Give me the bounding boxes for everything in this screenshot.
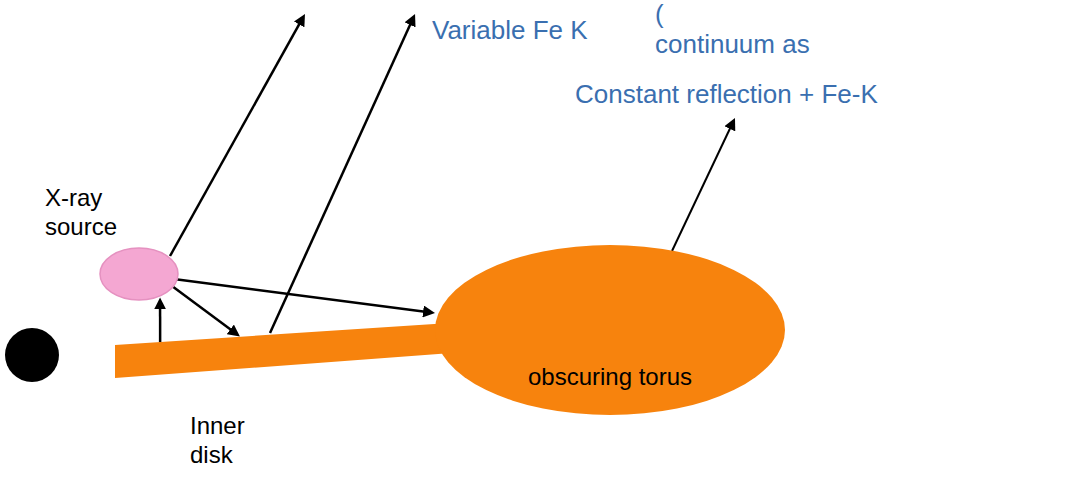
emission-arrow <box>170 23 300 256</box>
disk-band-outline <box>115 322 465 378</box>
radiation-arrow <box>176 279 425 312</box>
source-blob-outline <box>100 248 178 300</box>
radiation-arrow <box>159 307 162 342</box>
emission-arrow <box>672 127 731 251</box>
annotation-label: Variable Fe K <box>432 16 588 46</box>
disk-band <box>115 322 465 378</box>
annotation-label: continuum as <box>655 30 810 60</box>
node-label: Inner disk <box>190 412 260 470</box>
annotation-label: Constant reflection + Fe-K <box>575 80 878 110</box>
radiation-arrow <box>173 287 232 331</box>
source-blob <box>100 248 178 300</box>
source-blob: X-ray source <box>100 248 178 300</box>
annotation-label: ( <box>655 0 664 30</box>
disk-band: Inner disk <box>115 322 465 378</box>
node-label: obscuring torus <box>435 363 785 392</box>
torus-ellipse: obscuring torus <box>435 245 785 415</box>
node-label: X-ray source <box>45 184 135 242</box>
emission-arrow <box>270 23 411 333</box>
black-hole <box>5 328 59 382</box>
torus-ellipse <box>435 245 785 415</box>
